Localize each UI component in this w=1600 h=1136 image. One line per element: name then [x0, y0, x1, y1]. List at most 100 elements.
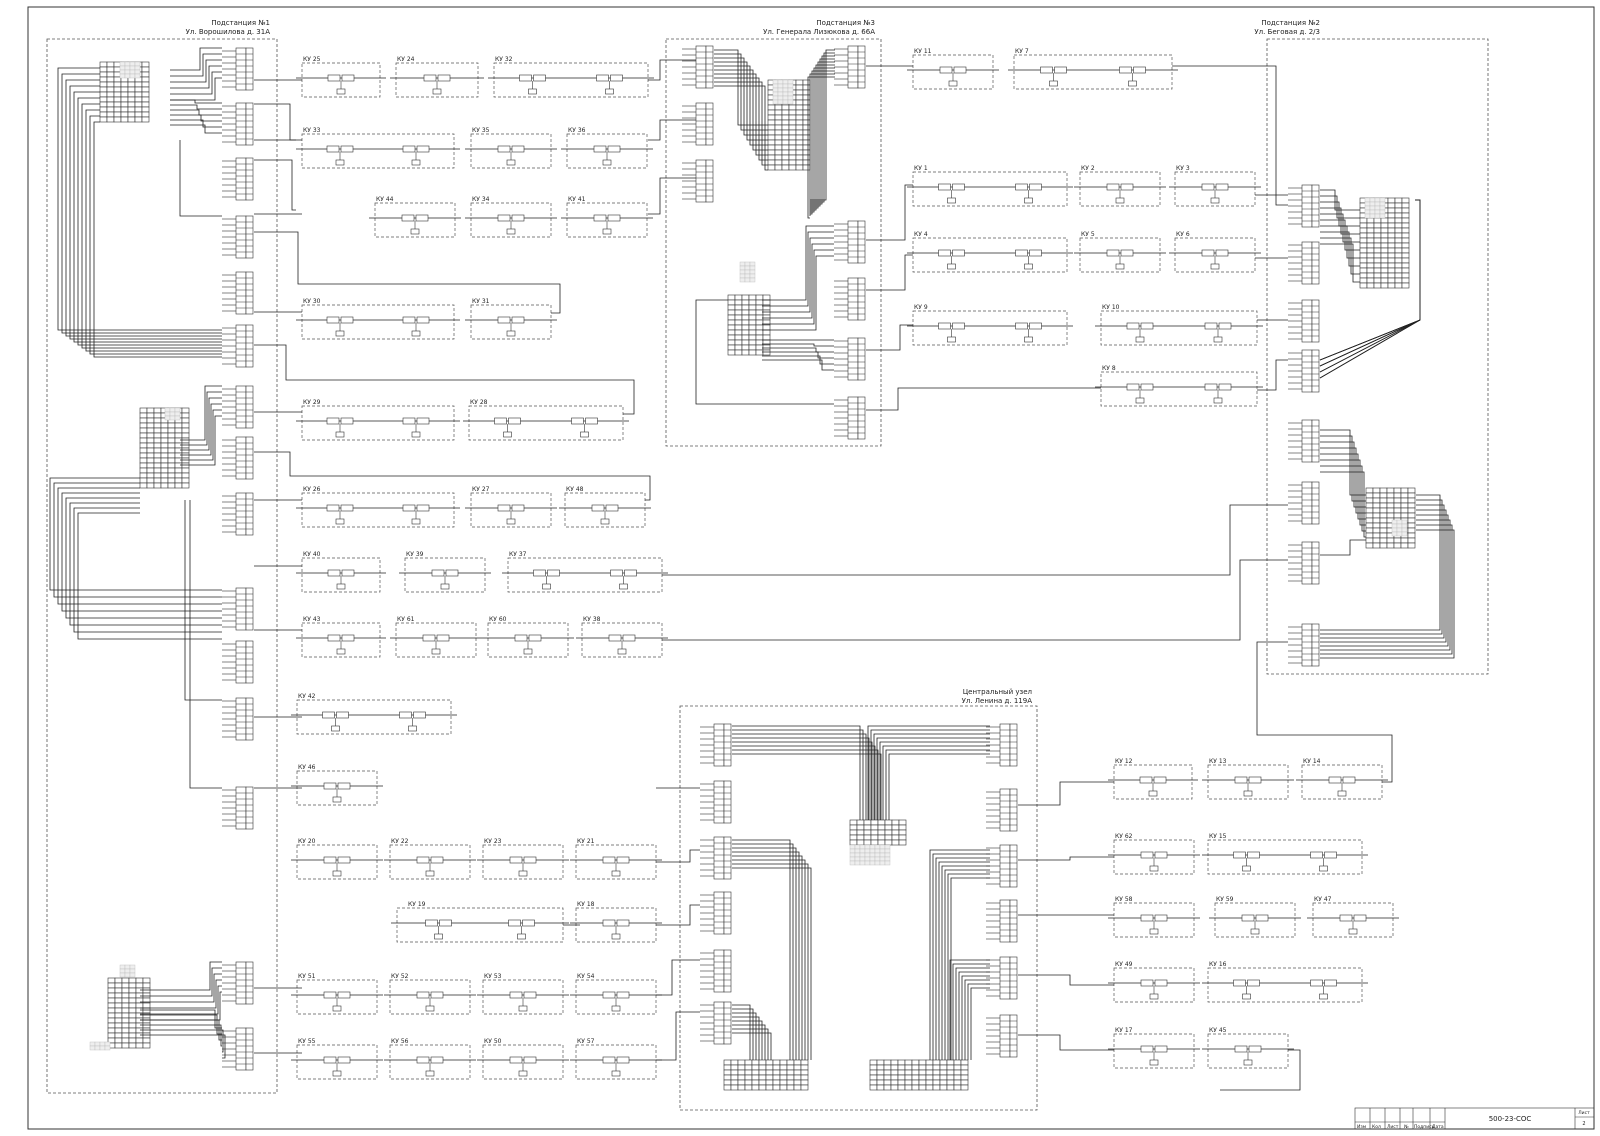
spare-cell [1369, 213, 1376, 219]
spare-cell [874, 852, 881, 858]
fiber-line [1320, 529, 1455, 659]
fiber-line [140, 967, 222, 997]
spare-cell [787, 95, 794, 101]
spare-cell [119, 964, 126, 970]
cabinet-cell [153, 442, 162, 449]
cabinet-cell [884, 834, 893, 841]
cabinet-cell [127, 106, 136, 113]
spare-cell [129, 968, 136, 974]
cabinet-cell [1366, 247, 1375, 254]
cabinet-cell [781, 109, 790, 116]
cabinet-cell [795, 94, 804, 101]
fiber-line [809, 73, 835, 216]
cabinet-cell [1393, 542, 1402, 549]
spare-cell [772, 95, 779, 101]
cabinet-cell [1380, 282, 1389, 289]
cabinet-cell [128, 992, 137, 999]
splitter-box [1339, 914, 1353, 922]
cabinet-cell [1401, 282, 1410, 289]
cabinet-cell [106, 116, 115, 123]
splitter-box [326, 316, 340, 324]
cabinet-cell [748, 294, 757, 301]
cabinet-cell [781, 139, 790, 146]
fiber-line [1018, 856, 1114, 861]
cabinet-cell [765, 1079, 774, 1086]
cabinet-cell [1387, 202, 1396, 209]
spare-cell [874, 848, 881, 854]
cabinet-cell [802, 94, 811, 101]
cabinet-cell [781, 114, 790, 121]
splitter-box [1140, 1045, 1154, 1053]
splitter-box [1342, 776, 1356, 784]
cabinet-cell [113, 91, 122, 98]
cabinet-cell [135, 992, 144, 999]
spare-cell [884, 852, 891, 858]
fiber-line [189, 500, 222, 789]
splitter-box [1015, 249, 1028, 257]
cabinet-cell [762, 324, 771, 331]
cabinet-cell [786, 1084, 795, 1091]
drop-terminal [1319, 865, 1328, 872]
splitter-box [402, 504, 416, 512]
cabinet-cell [802, 139, 811, 146]
spare-cell [749, 277, 756, 283]
spare-cell [884, 844, 891, 850]
cabinet-cell [741, 349, 750, 356]
cabinet-cell [1394, 222, 1403, 229]
cabinet-cell [127, 91, 136, 98]
spare-cell [1379, 201, 1386, 207]
spare-cell [174, 415, 181, 421]
spare-cell [1396, 523, 1403, 529]
spare-cell [849, 856, 856, 862]
spare-cell [849, 844, 856, 850]
zone-title: Подстанция №2 [1261, 19, 1320, 27]
cabinet-cell [748, 314, 757, 321]
cabinet-cell [134, 111, 143, 118]
cabinet-cell [120, 106, 129, 113]
cabinet-cell [120, 116, 129, 123]
spare-cell [787, 79, 794, 85]
spare-cell [1396, 531, 1403, 537]
drop-terminal [518, 1005, 528, 1012]
cabinet-cell [167, 442, 176, 449]
drop-terminal [336, 648, 346, 655]
cabinet-cell [128, 997, 137, 1004]
cabinet-cell [762, 299, 771, 306]
spare-cell [864, 844, 871, 850]
fiber-line [867, 725, 990, 820]
splitter-box [939, 66, 953, 74]
splitter-box [1126, 322, 1140, 330]
spare-cell [777, 87, 784, 93]
drop-terminal [434, 933, 443, 940]
cabinet-cell [762, 314, 771, 321]
cabinet-cell [120, 91, 129, 98]
fiber-line [254, 103, 296, 141]
fiber-line [1172, 65, 1288, 206]
cabinet-cell [911, 1069, 920, 1076]
drop-terminal [506, 228, 516, 235]
cabinet-cell [1365, 507, 1374, 514]
spare-cell [777, 83, 784, 89]
cabinet-cell [755, 319, 764, 326]
cabinet-cell [849, 834, 858, 841]
patch-panel [723, 780, 732, 824]
cabinet-cell [793, 1064, 802, 1071]
cabinet-cell [1365, 517, 1374, 524]
cabinet-cell [788, 129, 797, 136]
spare-cell [1364, 197, 1371, 203]
cabinet-cell [856, 839, 865, 846]
cabinet-cell [1373, 242, 1382, 249]
fiber-line [810, 58, 835, 207]
cabinet-cell [160, 467, 169, 474]
drop-terminal [1148, 790, 1158, 797]
cabinet-cell [128, 1042, 137, 1049]
cabinet-cell [160, 447, 169, 454]
fiber-line [77, 512, 222, 640]
cabinet-cell [1407, 487, 1416, 494]
cabinet-cell [1407, 502, 1416, 509]
patch-panel [245, 640, 254, 684]
cabinet-cell [891, 829, 900, 836]
cabinet-cell [730, 1069, 739, 1076]
cabinet-cell [1407, 517, 1416, 524]
cabinet-cell [904, 1079, 913, 1086]
